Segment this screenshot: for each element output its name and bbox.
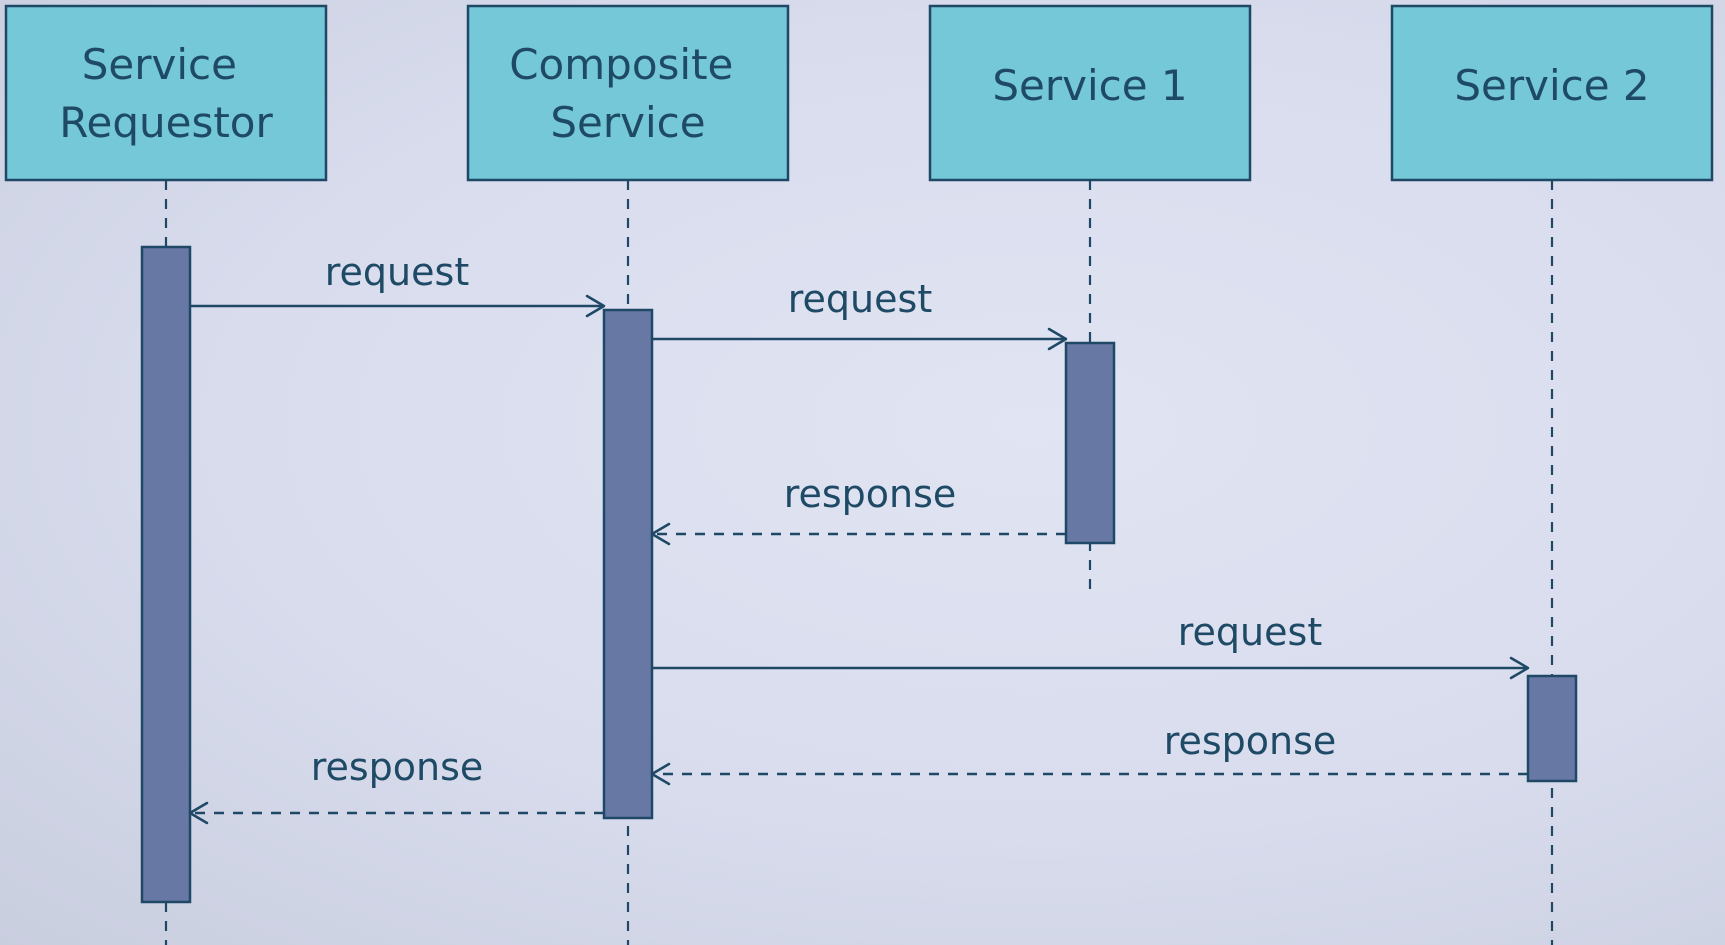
participant-composite-service: Composite Service [466, 4, 790, 182]
participant-label-line-1: Service [82, 40, 237, 89]
message-response-service-2-to-composite: response [650, 719, 1528, 786]
activation-bar-service-2 [1526, 674, 1578, 783]
participant-label-service-2: Service 2 [1454, 61, 1649, 110]
activation-bar-service-1 [1064, 341, 1116, 545]
arrowhead-icon [1047, 327, 1068, 351]
participant-label-line-2: Requestor [59, 98, 273, 147]
participant-box-service-1 [928, 4, 1252, 182]
message-label: response [1164, 719, 1337, 763]
message-label: request [788, 277, 932, 321]
message-label: request [1178, 610, 1322, 654]
message-label: response [311, 745, 484, 789]
participant-label-line-2: Service [550, 98, 705, 147]
participant-service-2: Service 2 [1390, 4, 1714, 182]
activation-bar-composite-service [602, 308, 654, 820]
message-request-composite-to-service-1: request [652, 277, 1068, 351]
arrowhead-icon [585, 294, 606, 318]
arrowhead-icon [188, 801, 209, 825]
message-label: response [784, 472, 957, 516]
participant-box-service-requestor [4, 4, 328, 182]
arrowhead-icon [1509, 656, 1530, 680]
participant-label-service-1: Service 1 [992, 61, 1187, 110]
message-response-service-1-to-composite: response [650, 472, 1066, 546]
activation-bar-service-requestor [140, 245, 192, 904]
arrowhead-icon [650, 522, 671, 546]
participant-box-service-2 [1390, 4, 1714, 182]
participant-service-requestor: Service Requestor [4, 4, 328, 182]
participant-box-composite-service [466, 4, 790, 182]
message-request-requestor-to-composite: request [190, 250, 606, 318]
participant-label-composite-service: Composite Service [509, 40, 747, 147]
participant-service-1: Service 1 [928, 4, 1252, 182]
participant-label-service-requestor: Service Requestor [59, 40, 273, 147]
message-label: request [325, 250, 469, 294]
participant-label-line-1: Composite [509, 40, 733, 89]
arrowhead-icon [650, 762, 671, 786]
message-response-composite-to-requestor: response [188, 745, 604, 825]
message-request-composite-to-service-2: request [652, 610, 1530, 680]
